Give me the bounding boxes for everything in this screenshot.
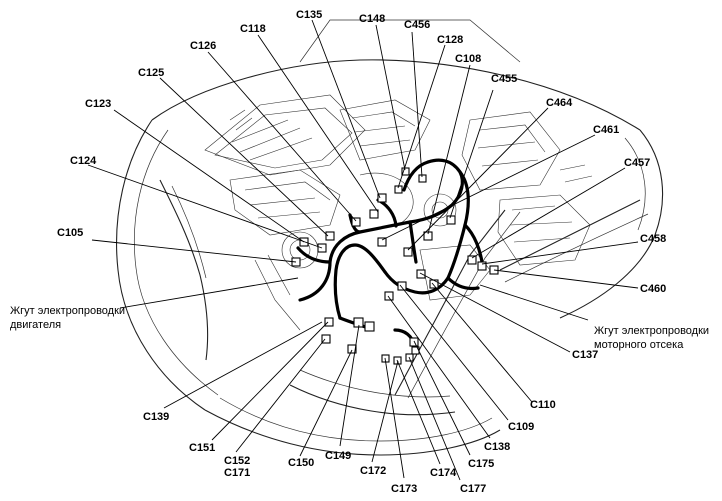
label-c139: C139 — [143, 411, 169, 423]
car-body-outline — [116, 19, 664, 456]
label-c456: C456 — [404, 19, 430, 31]
engine-compartment-harness-note-line1: Жгут электропроводки — [594, 325, 709, 337]
label-c175: C175 — [468, 458, 494, 470]
label-c171: C171 — [224, 467, 250, 479]
label-c110: C110 — [530, 399, 556, 411]
label-c118: C118 — [240, 23, 266, 35]
label-c177: C177 — [460, 483, 486, 495]
label-c173: C173 — [391, 483, 417, 495]
label-c457: C457 — [624, 157, 650, 169]
label-c151: C151 — [189, 442, 215, 454]
label-c172: C172 — [360, 465, 386, 477]
label-c174: C174 — [430, 467, 457, 479]
label-c152: C152 — [224, 455, 250, 467]
engine-compartment-harness-note-line2: моторного отсека — [594, 339, 684, 351]
label-c105: C105 — [57, 227, 83, 239]
engine-harness-note-line1: Жгут электропроводки — [10, 305, 125, 317]
label-c149: C149 — [325, 450, 351, 462]
leader-lines — [87, 19, 639, 481]
label-c464: C464 — [546, 97, 573, 109]
engine-harness-note-line2: двигателя — [10, 319, 61, 331]
label-c455: C455 — [491, 73, 517, 85]
label-c148: C148 — [359, 13, 385, 25]
label-c126: C126 — [190, 40, 216, 52]
label-c460: C460 — [640, 283, 666, 295]
label-c125: C125 — [138, 67, 164, 79]
label-c108: C108 — [455, 53, 481, 65]
label-c123: C123 — [85, 98, 111, 110]
label-c458: C458 — [640, 233, 666, 245]
label-c124: C124 — [70, 155, 97, 167]
label-c138: C138 — [484, 441, 510, 453]
label-c150: C150 — [288, 457, 314, 469]
label-c135: C135 — [296, 9, 322, 21]
label-c128: C128 — [437, 34, 463, 46]
connector-labels: C135 C148 C456 C118 C126 C128 C108 C125 … — [57, 9, 666, 495]
label-c461: C461 — [593, 124, 619, 136]
harness-notes: Жгут электропроводки двигателя Жгут элек… — [10, 305, 709, 351]
label-c137: C137 — [572, 349, 598, 361]
engine-block-sketch — [204, 94, 593, 331]
label-c109: C109 — [508, 421, 534, 433]
wiring-harness — [296, 158, 484, 347]
